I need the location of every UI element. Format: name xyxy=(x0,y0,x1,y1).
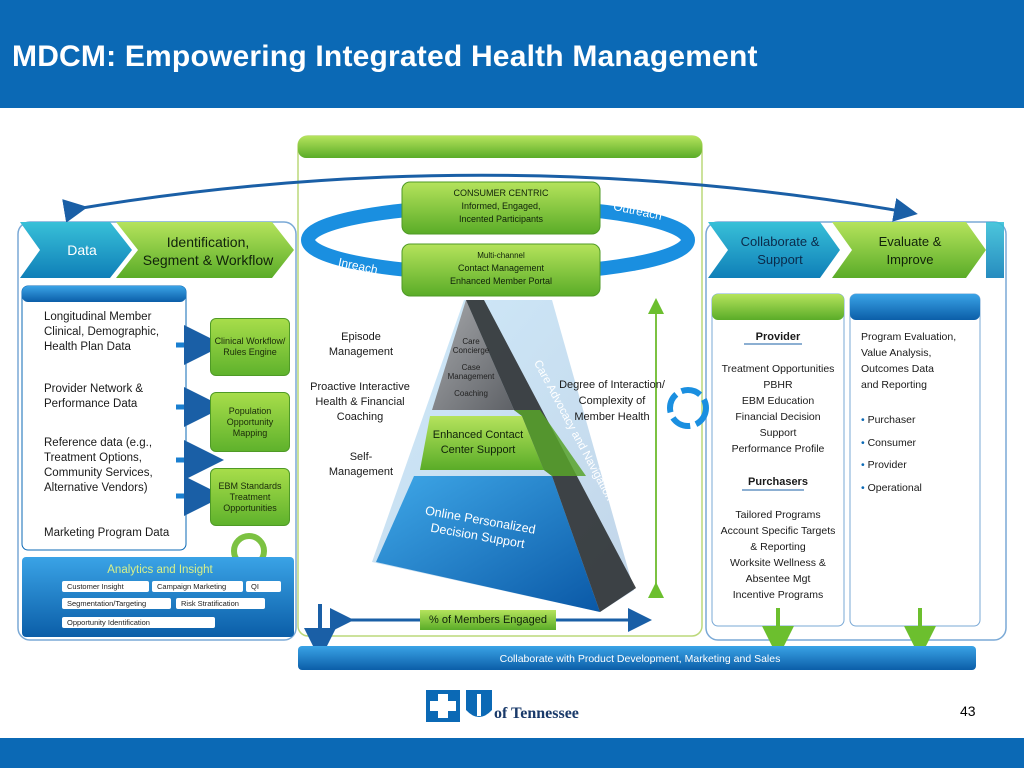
chip-customer-insight: Customer Insight xyxy=(62,581,149,592)
provider-items: Treatment Opportunities PBHR EBM Educati… xyxy=(721,363,835,455)
top-arc-arrow xyxy=(62,173,918,223)
chevron-identification-label: Identification,Segment & Workflow xyxy=(142,234,274,268)
members-engaged-label: % of Members Engaged xyxy=(428,614,547,626)
chevron-data-label: Data xyxy=(67,242,97,258)
chevron-evaluate-label: Evaluate &Improve xyxy=(878,234,942,267)
slide-footer xyxy=(0,738,1024,768)
pyramid-top-gray xyxy=(432,300,514,410)
engaged-label-bg xyxy=(420,610,556,630)
analytics-title: Analytics and Insight xyxy=(107,564,213,576)
chip-risk-stratification: Risk Stratification xyxy=(176,598,265,609)
evaluate-description: Program Evaluation, Value Analysis, Outc… xyxy=(861,331,957,391)
chip-qi: QI xyxy=(246,581,281,592)
bottom-collaborate-label: Collaborate with Product Development, Ma… xyxy=(499,653,781,665)
evaluate-bullets: • Purchaser • Consumer • Provider • Oper… xyxy=(861,409,977,499)
purchasers-heading: Purchasers xyxy=(748,476,808,488)
self-management-label: Self-Management xyxy=(328,451,394,478)
slide-header xyxy=(0,0,1024,108)
bottom-collaborate-bar xyxy=(298,646,976,670)
page-number: 43 xyxy=(960,703,976,719)
data-item-reference: Reference data (e.g.,Treatment Options,C… xyxy=(44,437,153,494)
chevron-collaborate-label: Collaborate &Support xyxy=(740,234,820,267)
bullet-purchaser: • Purchaser xyxy=(861,414,916,426)
chevron-end-cap xyxy=(986,222,1004,278)
chip-campaign-marketing: Campaign Marketing xyxy=(152,581,243,592)
pyramid-coaching: Coaching xyxy=(454,389,488,398)
bullet-operational: • Operational xyxy=(861,481,922,494)
chevron-data xyxy=(20,222,132,278)
bullet-provider: • Provider xyxy=(861,459,907,471)
chevron-identification xyxy=(116,222,294,278)
blue-cross-logo-bar-h xyxy=(430,701,456,711)
center-panel-header xyxy=(298,136,702,158)
bullet-consumer: • Consumer xyxy=(861,436,917,449)
purchaser-items: Tailored Programs Account Specific Targe… xyxy=(720,509,836,601)
contact-management-box xyxy=(401,243,601,297)
consumer-centric-box xyxy=(401,181,601,235)
data-item-marketing: Marketing Program Data xyxy=(44,527,170,539)
pyramid-bottom-blue xyxy=(376,476,600,612)
logo-text: of Tennessee xyxy=(494,705,579,722)
slide-title: MDCM: Empowering Integrated Health Manag… xyxy=(12,40,758,73)
chip-segmentation: Segmentation/Targeting xyxy=(62,598,171,609)
data-list-panel-header xyxy=(22,286,186,302)
evaluate-panel-header xyxy=(850,294,980,320)
blue-shield-logo-staff xyxy=(477,694,481,716)
clinical-workflow-button[interactable]: Clinical Workflow/Rules Engine xyxy=(210,318,290,376)
provider-panel-header xyxy=(712,294,844,320)
pyramid-middle-green xyxy=(420,416,544,470)
chevron-evaluate xyxy=(832,222,986,278)
chip-opportunity-identification: Opportunity Identification xyxy=(62,617,215,628)
cycle-icon-right xyxy=(667,387,709,429)
chevron-collaborate xyxy=(708,222,840,278)
provider-heading: Provider xyxy=(755,331,801,343)
data-item-provider-network: Provider Network &Performance Data xyxy=(44,383,144,410)
pyramid-side-green xyxy=(514,410,586,476)
